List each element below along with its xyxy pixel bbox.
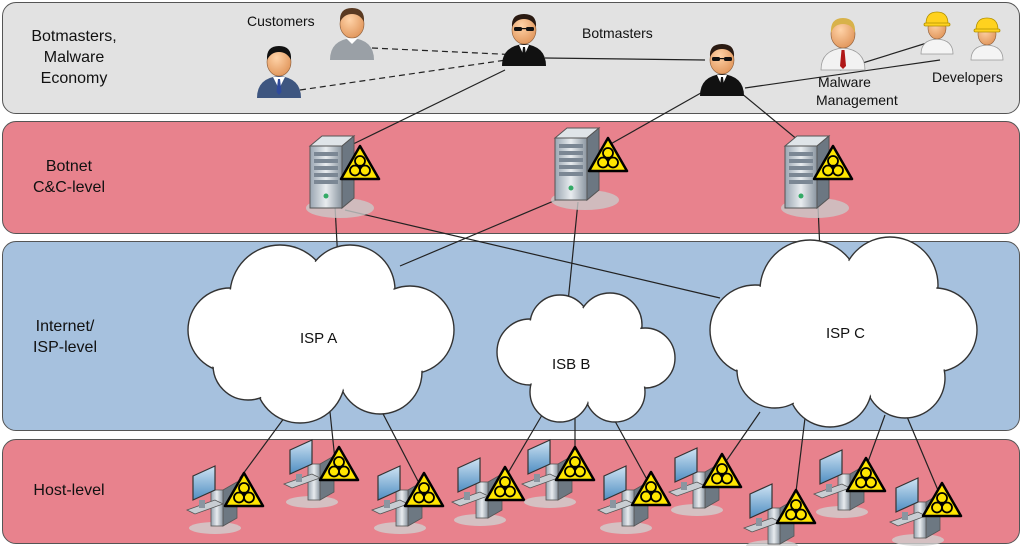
infected-host: [521, 439, 596, 509]
cloud-isp-a: ISP A: [187, 244, 455, 424]
infected-host: [743, 483, 817, 546]
cloud-isb-b: ISB B: [496, 292, 676, 423]
host-link-line: [239, 409, 291, 479]
infected-host: [283, 439, 360, 509]
cloud-isp-c-label: ISP C: [826, 325, 865, 342]
host-link-line: [904, 411, 941, 496]
cc-link-line: [344, 69, 506, 149]
botmaster-person-icon: [501, 13, 547, 67]
cc-server-a: [305, 135, 381, 219]
cc-server-b: [550, 127, 629, 211]
botmaster-link-line: [544, 57, 706, 61]
host-link-line: [329, 411, 336, 461]
host-link-line: [609, 411, 651, 486]
connection-lines: [239, 41, 941, 501]
host-link-line: [379, 407, 421, 486]
botmasters-label: Botmasters: [582, 25, 653, 41]
infected-host: [597, 465, 672, 535]
cc-isp-line: [567, 201, 579, 303]
infected-host: [371, 465, 445, 535]
customer-link-line: [299, 57, 521, 91]
cc-link-line: [599, 84, 716, 151]
host-link-line: [504, 409, 546, 479]
infected-host: [668, 447, 743, 517]
customer-person-icon: [329, 7, 375, 61]
malware-management-label: Malware: [818, 74, 871, 90]
developer-link-line: [744, 59, 941, 89]
developers-label: Developers: [932, 69, 1003, 85]
cloud-isp-c: ISP C: [709, 236, 978, 428]
infected-host: [889, 477, 963, 546]
isp-level-label: Internet/ISP-level: [32, 318, 98, 356]
infected-host: [451, 457, 526, 527]
malware-manager-person-icon: [820, 17, 866, 71]
infected-host: [813, 449, 887, 519]
malware-management-label: Management: [816, 92, 898, 108]
host-link-line: [794, 417, 806, 501]
cc-isp-line: [399, 191, 576, 267]
customer-person-icon: [256, 45, 302, 99]
customers-label: Customers: [247, 13, 315, 29]
cloud-isp-a-label: ISP A: [300, 330, 337, 347]
cc-server-c: [780, 135, 854, 219]
cloud-isb-b-label: ISB B: [552, 356, 590, 373]
cc-isp-line: [344, 209, 721, 299]
botmaster-person-icon: [699, 43, 745, 97]
developer-hardhat-icon: [970, 17, 1004, 61]
developer-hardhat-icon: [920, 11, 954, 55]
host-level-label: Host-level: [33, 482, 105, 499]
infected-host: [186, 465, 265, 535]
biohazard-icon: [921, 481, 963, 518]
customer-link-line: [371, 47, 521, 56]
